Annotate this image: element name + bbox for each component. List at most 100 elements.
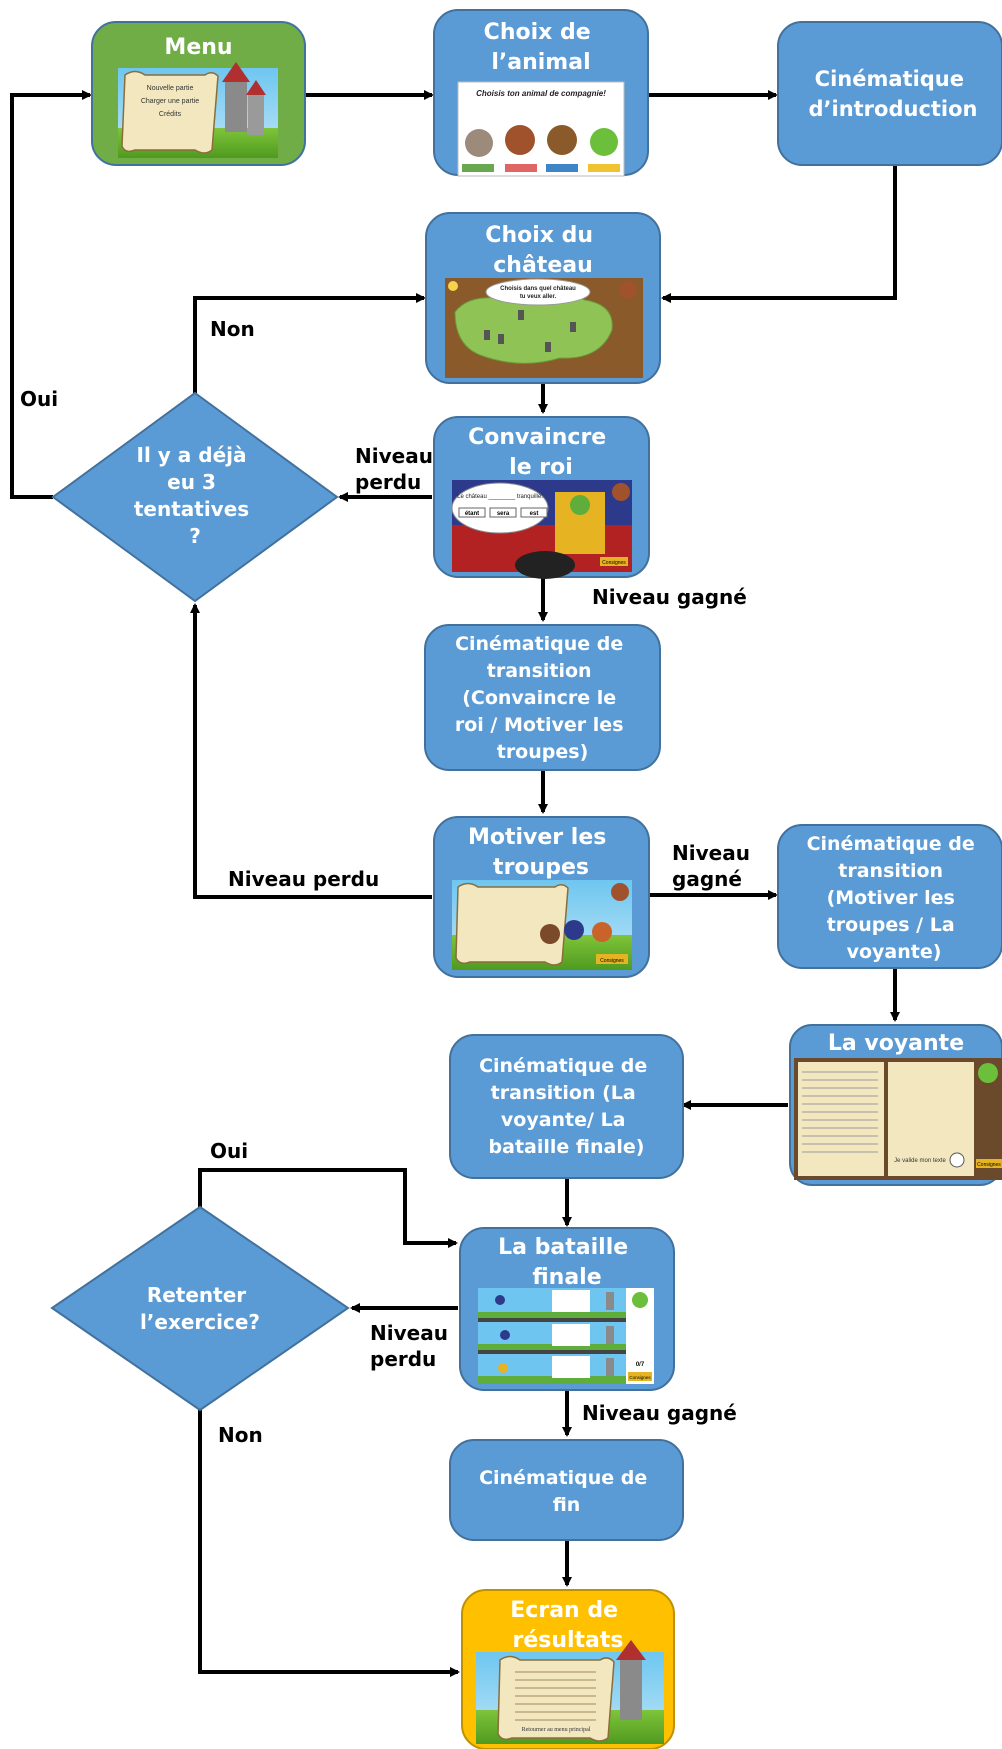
svg-text:Cinématique de transitio: Cinématique de transition (Convaincre le… [455, 633, 630, 763]
roi-consignes: Consignes [602, 560, 626, 566]
node-convaincre-line1: Convaincre [468, 425, 606, 450]
node-cine-trans1-line2: transition [487, 660, 592, 682]
node-cine-fin-line2: fin [553, 1494, 581, 1516]
node-cine-trans3: Cinématique de transition (La voyante/ L… [449, 1034, 684, 1179]
node-cine-trans1-line1: Cinématique de [455, 633, 623, 655]
bataille-screenshot: 0/7 Consignes [478, 1288, 654, 1384]
node-cine-trans1-line4: roi / Motiver les [455, 714, 624, 736]
node-resultats: Ecran de résultats Retourner au menu pri… [461, 1589, 675, 1749]
label-oui-top: Oui [20, 387, 58, 411]
decision-tentatives-line3: tentatives [134, 497, 249, 521]
label-niveau-perdu-3b: perdu [370, 1347, 436, 1371]
chateau-screenshot: Choisis dans quel château tu veux aller. [445, 278, 643, 378]
voyante-consignes: Consignes [977, 1162, 1001, 1168]
svg-text:Cinématique d’introducti: Cinématique d’introduction [808, 67, 977, 121]
svg-text:Ecran de résultats: Ecran de résultats [510, 1598, 625, 1653]
label-niveau-perdu-3a: Niveau [370, 1321, 448, 1345]
node-cine-intro-line2: d’introduction [808, 97, 977, 121]
chateau-prompt-2: tu veux aller. [520, 294, 557, 300]
voyante-validate: Je valide mon texte [894, 1158, 946, 1164]
decision-tentatives-line1: Il y a déjà [137, 443, 247, 467]
menu-option-new: Nouvelle partie [147, 85, 194, 92]
edge-labels: Oui Non Niveau perdu Niveau gagné Niveau… [20, 317, 757, 1447]
svg-text:Choix du château: Choix du château [485, 223, 600, 278]
arrow-diamond-non-to-chateau [193, 293, 426, 393]
svg-text:Retenter l’exercice?: Retenter l’exercice? [140, 1283, 260, 1334]
node-choix-chateau-line2: château [493, 253, 593, 278]
svg-text:Cinématique de fin: Cinématique de fin [479, 1467, 654, 1516]
decision-retenter: Retenter l’exercice? [50, 1205, 350, 1412]
roi-choice-2: sera [497, 511, 510, 517]
node-choix-chateau: Choix du château Choisis dans quel châte… [425, 212, 661, 384]
chateau-prompt-1: Choisis dans quel château [500, 286, 576, 292]
bataille-score: 0/7 [636, 1362, 645, 1368]
node-bataille-line2: finale [532, 1265, 601, 1290]
svg-text:Niveau perdu: Niveau perdu [370, 1321, 455, 1371]
voyante-screenshot: Je valide mon texte Consignes [794, 1058, 1002, 1180]
animal-screenshot: Choisis ton animal de compagnie! [457, 81, 625, 177]
node-cine-intro-line1: Cinématique [815, 67, 964, 91]
node-cine-fin: Cinématique de fin [449, 1439, 684, 1541]
decision-tentatives-line4: ? [189, 524, 201, 548]
node-resultats-line1: Ecran de [510, 1598, 618, 1623]
node-motiver: Motiver les troupes Consignes [433, 816, 650, 978]
node-voyante: La voyante Je valide mon texte Consignes [789, 1024, 1002, 1186]
node-menu-line: Menu [164, 35, 232, 60]
arrow-intro-to-chateau [661, 165, 897, 303]
node-cine-trans2-line5: voyante) [847, 941, 942, 963]
label-niveau-gagne-1: Niveau gagné [592, 585, 747, 609]
arrow-retenter-oui-to-bataille [198, 1168, 458, 1248]
node-cine-trans1-line3: (Convaincre le [462, 687, 616, 709]
resultats-menu-link: Retourner au menu principal [522, 1727, 591, 1733]
menu-option-load: Charger une partie [141, 98, 199, 105]
node-choix-animal-line1: Choix de [484, 20, 591, 45]
decision-tentatives: Il y a déjà eu 3 tentatives ? [51, 391, 339, 603]
label-niveau-gagne-2a: Niveau [672, 841, 750, 865]
resultats-screenshot: Retourner au menu principal [476, 1640, 664, 1744]
roi-screenshot: Le château ________ tranquille. étant se… [451, 480, 632, 579]
node-menu: Menu Nouvelle partie Charger une partie … [91, 21, 306, 166]
label-oui-bottom: Oui [210, 1139, 248, 1163]
label-non-bottom: Non [218, 1423, 263, 1447]
roi-choice-3: est [530, 511, 539, 517]
arrow-motiver-to-diamond [190, 603, 432, 899]
svg-text:Niveau gagné: Niveau gagné [672, 841, 757, 891]
node-cine-trans2-line4: troupes / La [827, 914, 955, 936]
node-cine-trans3-line4: bataille finale) [489, 1136, 645, 1158]
node-cine-trans1: Cinématique de transition (Convaincre le… [424, 624, 661, 771]
node-cine-trans3-line3: voyante/ La [501, 1109, 626, 1131]
motiver-consignes: Consignes [600, 958, 624, 964]
arrow-diamond-oui-to-menu [10, 90, 92, 499]
arrow-retenter-non-to-resultats [198, 1410, 460, 1677]
svg-text:Cinématique de transitio: Cinématique de transition (Motiver les t… [807, 833, 982, 963]
node-cine-trans2-line3: (Motiver les [827, 887, 955, 909]
node-cine-trans3-line2: transition (La [491, 1082, 636, 1104]
menu-screenshot: Nouvelle partie Charger une partie Crédi… [118, 62, 278, 158]
node-cine-intro: Cinématique d’introduction [777, 21, 1002, 166]
node-convaincre-roi: Convaincre le roi Le château ________ tr… [433, 416, 650, 579]
decision-retenter-line1: Retenter [147, 1283, 246, 1307]
menu-option-credits: Crédits [159, 111, 182, 118]
bataille-consignes: Consignes [629, 1375, 651, 1380]
label-niveau-perdu-2: Niveau perdu [228, 867, 379, 891]
node-cine-trans2: Cinématique de transition (Motiver les t… [777, 824, 1002, 969]
svg-text:La bataille finale: La bataille finale [498, 1235, 636, 1290]
node-choix-animal: Choix de l’animal Choisis ton animal de … [433, 9, 649, 177]
label-niveau-perdu-1b: perdu [355, 470, 421, 494]
node-cine-fin-line1: Cinématique de [479, 1467, 647, 1489]
node-choix-animal-line2: l’animal [491, 50, 590, 75]
svg-text:Menu: Menu [164, 35, 232, 60]
svg-text:Niveau perdu: Niveau perdu [355, 444, 440, 494]
svg-text:Motiver les troupes: Motiver les troupes [468, 825, 614, 880]
svg-text:Choix de l’animal: Choix de l’animal [484, 20, 599, 75]
connectors [10, 90, 900, 1677]
motiver-screenshot: Consignes [452, 880, 632, 970]
node-convaincre-line2: le roi [509, 455, 573, 480]
label-non-top: Non [210, 317, 255, 341]
label-niveau-gagne-2b: gagné [672, 867, 742, 891]
node-cine-trans3-line1: Cinématique de [479, 1055, 647, 1077]
node-motiver-line1: Motiver les [468, 825, 606, 850]
roi-choice-1: étant [465, 511, 479, 517]
svg-text:La voyante: La voyante [828, 1031, 964, 1056]
